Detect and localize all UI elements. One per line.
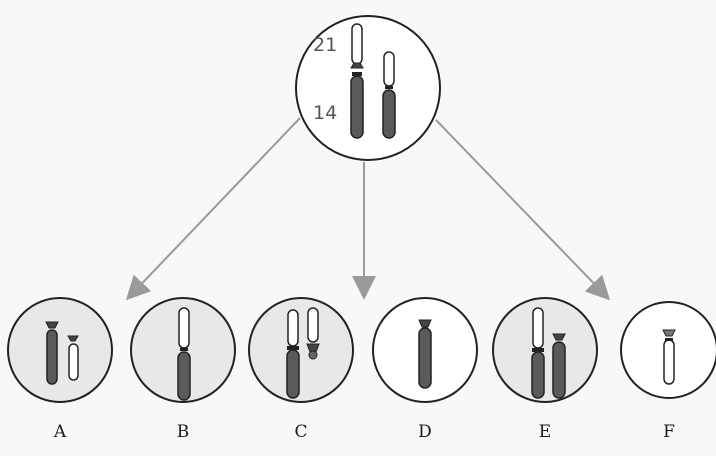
gamete-label-f: F xyxy=(663,422,675,442)
arrows xyxy=(125,117,611,301)
arrow-left xyxy=(125,117,301,301)
label-14: 14 xyxy=(313,102,338,124)
parent-chromosome-14 xyxy=(382,89,396,139)
gamete-label-d: D xyxy=(418,422,432,442)
gamete-label-c: C xyxy=(294,422,308,442)
gamete-e xyxy=(492,297,598,403)
gamete-f xyxy=(620,301,716,399)
parent-cell xyxy=(295,15,441,161)
gamete-d xyxy=(372,297,478,403)
label-21: 21 xyxy=(313,34,338,56)
arrow-right xyxy=(435,119,611,301)
gamete-b xyxy=(130,297,236,403)
gamete-c xyxy=(248,297,354,403)
parent-cell-outline xyxy=(295,15,441,161)
gamete-label-e: E xyxy=(538,422,552,442)
gamete-label-b: B xyxy=(176,422,190,442)
gamete-label-a: A xyxy=(53,422,67,442)
parent-chromosome-21 xyxy=(383,51,395,89)
parent-translocation-chromosome xyxy=(350,23,364,139)
gamete-a xyxy=(7,297,113,403)
